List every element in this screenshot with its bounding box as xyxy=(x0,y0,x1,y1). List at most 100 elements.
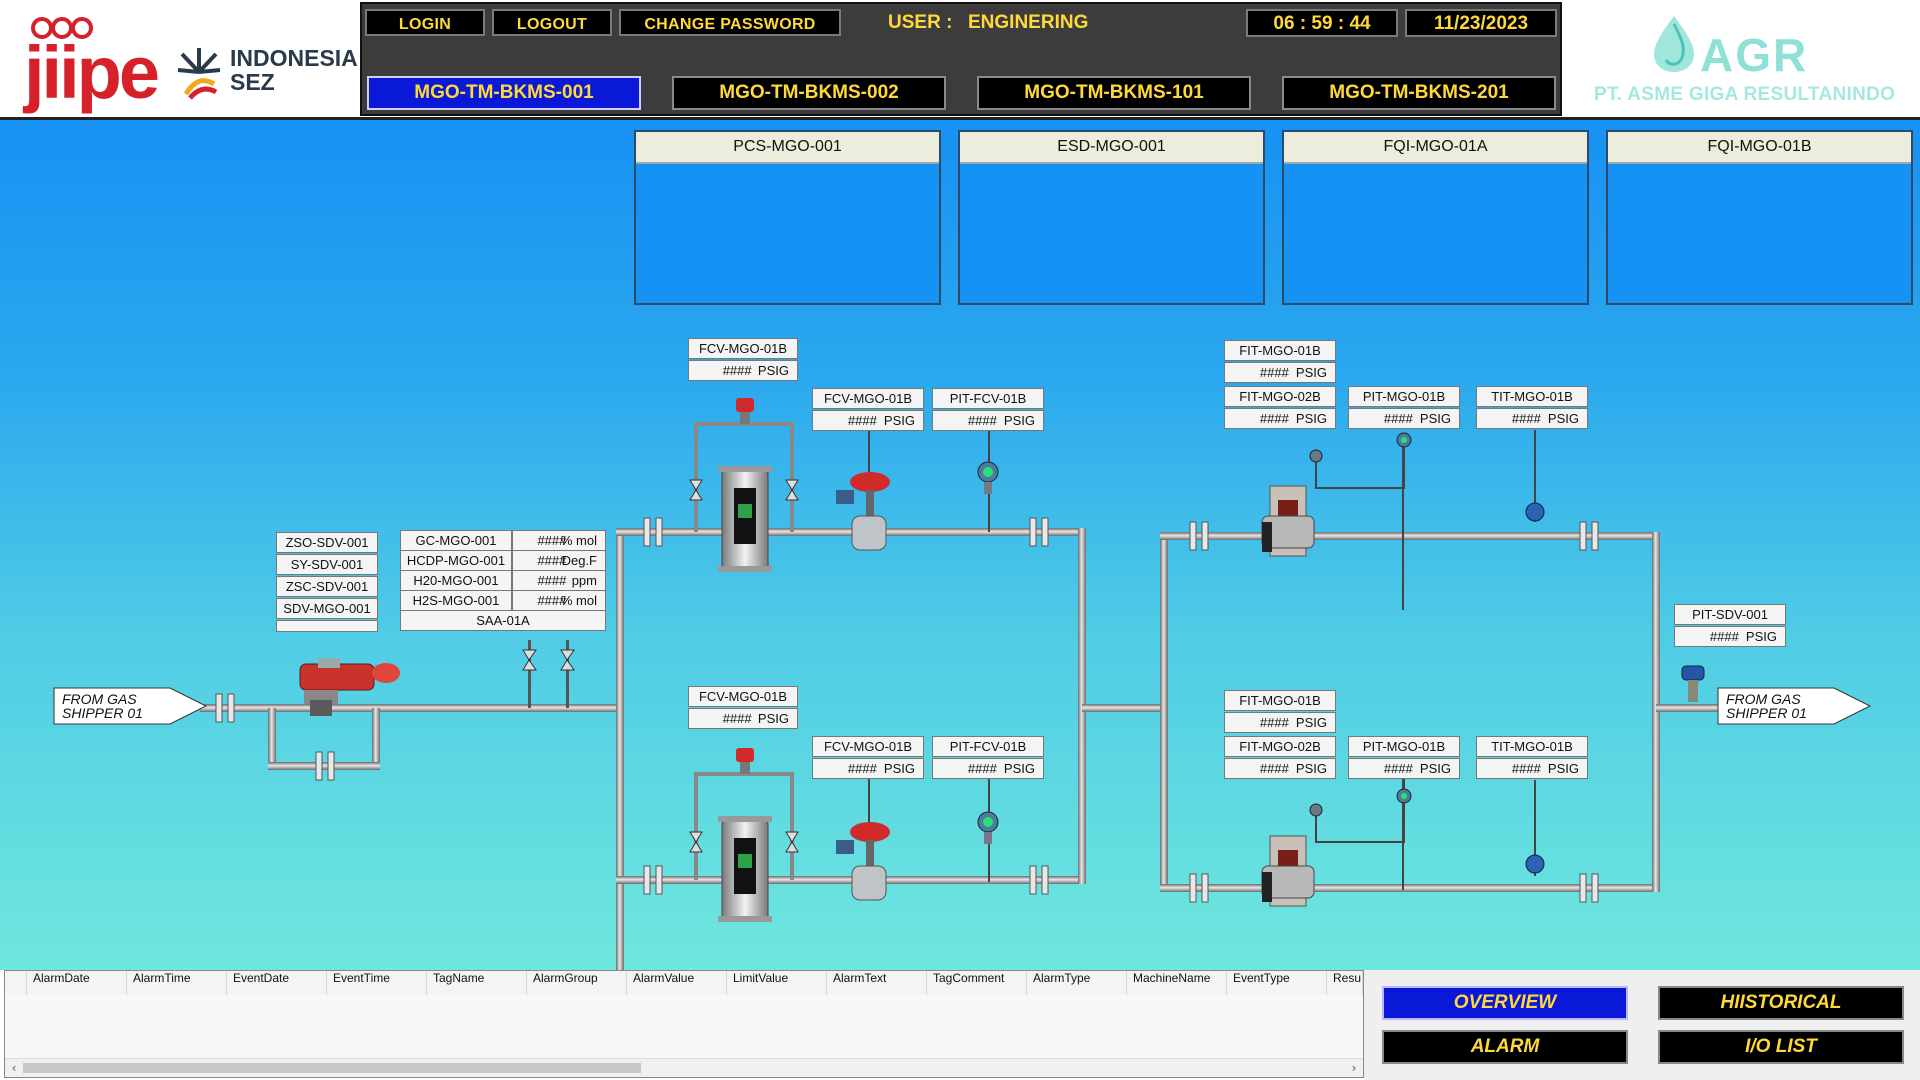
io-list-button[interactable]: I/O LIST xyxy=(1658,1030,1904,1064)
login-button[interactable]: LOGIN xyxy=(365,9,485,36)
relief-valve-icon xyxy=(736,398,754,774)
pid-diagram xyxy=(53,398,1872,970)
change-password-button[interactable]: CHANGE PASSWORD xyxy=(619,9,841,36)
agr-company-name: PT. ASME GIGA RESULTANINDO xyxy=(1594,84,1896,105)
outlet-pit-sdv-value: ####PSIG xyxy=(1674,626,1786,647)
flange-icon xyxy=(643,517,651,547)
panel-pcs[interactable]: PCS-MGO-001 xyxy=(634,130,941,305)
lower-fit2-tag[interactable]: FIT-MGO-02B xyxy=(1224,736,1336,757)
flange-icon xyxy=(1189,521,1197,551)
horizontal-scrollbar[interactable]: ‹ › xyxy=(5,1058,1363,1077)
column-header[interactable]: Resu xyxy=(1327,971,1363,995)
analyzer-h2o-value: ####ppm xyxy=(512,570,606,591)
inlet-label-line2: SHIPPER 01 xyxy=(62,705,143,721)
upper-fit1-tag[interactable]: FIT-MGO-01B xyxy=(1224,340,1336,361)
panel-esd[interactable]: ESD-MGO-001 xyxy=(958,130,1265,305)
panel-fqi-01a-title: FQI-MGO-01A xyxy=(1284,132,1587,164)
flange-icon xyxy=(1029,517,1037,547)
column-header[interactable]: AlarmGroup xyxy=(527,971,627,995)
lower-fcv-tag[interactable]: FCV-MGO-01B xyxy=(812,736,924,757)
flange-icon xyxy=(1579,873,1587,903)
historical-button[interactable]: HIISTORICAL xyxy=(1658,986,1904,1020)
analyzer-gc-tag[interactable]: GC-MGO-001 xyxy=(400,530,512,551)
top-control-bar: LOGIN LOGOUT CHANGE PASSWORD USER : ENGI… xyxy=(360,2,1562,116)
lower-filter-tag[interactable]: FCV-MGO-01B xyxy=(688,686,798,707)
filter-vessel-icon xyxy=(718,816,772,922)
lower-tit-mgo-value: ####PSIG xyxy=(1476,758,1588,779)
station-tab-201[interactable]: MGO-TM-BKMS-201 xyxy=(1282,76,1556,110)
agr-logo: AGR PT. ASME GIGA RESULTANINDO xyxy=(1572,8,1912,114)
lower-tit-mgo-tag[interactable]: TIT-MGO-01B xyxy=(1476,736,1588,757)
alarm-button[interactable]: ALARM xyxy=(1382,1030,1628,1064)
station-tab-101[interactable]: MGO-TM-BKMS-101 xyxy=(977,76,1251,110)
panel-esd-title: ESD-MGO-001 xyxy=(960,132,1263,164)
column-header[interactable]: EventType xyxy=(1227,971,1327,995)
filter-vessel-icon xyxy=(718,466,772,572)
analyzer-h2s-tag[interactable]: H2S-MGO-001 xyxy=(400,590,512,611)
analyzer-footer[interactable]: SAA-01A xyxy=(400,610,606,631)
column-header[interactable]: AlarmDate xyxy=(27,971,127,995)
column-header[interactable]: MachineName xyxy=(1127,971,1227,995)
sdv-status-bar xyxy=(276,620,378,632)
upper-pit-fcv-tag[interactable]: PIT-FCV-01B xyxy=(932,388,1044,409)
scroll-right-icon[interactable]: › xyxy=(1351,1061,1357,1075)
panel-fqi-01a[interactable]: FQI-MGO-01A xyxy=(1282,130,1589,305)
sez-line1: INDONESIA xyxy=(230,45,358,71)
jiipe-wordmark: jiipe xyxy=(24,31,160,114)
column-header[interactable]: AlarmText xyxy=(827,971,927,995)
control-valve-icon xyxy=(836,822,890,901)
analyzer-hcdp-tag[interactable]: HCDP-MGO-001 xyxy=(400,550,512,571)
column-header[interactable]: AlarmTime xyxy=(127,971,227,995)
agr-wordmark: AGR xyxy=(1700,29,1809,81)
navigation-panel: OVERVIEW HIISTORICAL ALARM I/O LIST xyxy=(1364,970,1920,1080)
logout-button[interactable]: LOGOUT xyxy=(492,9,612,36)
user-label: USER : xyxy=(888,12,953,33)
tag-zsc-sdv[interactable]: ZSC-SDV-001 xyxy=(276,576,378,597)
column-header[interactable]: TagComment xyxy=(927,971,1027,995)
tag-sdv-mgo[interactable]: SDV-MGO-001 xyxy=(276,598,378,619)
scroll-left-icon[interactable]: ‹ xyxy=(11,1061,17,1075)
inlet-label-line1: FROM GAS xyxy=(62,691,137,707)
overview-button[interactable]: OVERVIEW xyxy=(1382,986,1628,1020)
panel-pcs-title: PCS-MGO-001 xyxy=(636,132,939,164)
column-header[interactable]: EventTime xyxy=(327,971,427,995)
analyzer-hcdp-value: ####Deg.F xyxy=(512,550,606,571)
jiipe-logo: jiipe INDONESIA SEZ xyxy=(10,6,358,114)
column-header[interactable]: TagName xyxy=(427,971,527,995)
lower-pit-fcv-tag[interactable]: PIT-FCV-01B xyxy=(932,736,1044,757)
upper-pit-mgo-value: ####PSIG xyxy=(1348,408,1460,429)
scrollbar-thumb[interactable] xyxy=(23,1063,641,1073)
column-header[interactable]: AlarmType xyxy=(1027,971,1127,995)
tag-sy-sdv[interactable]: SY-SDV-001 xyxy=(276,554,378,575)
inlet-arrow xyxy=(53,687,208,725)
lower-pit-mgo-tag[interactable]: PIT-MGO-01B xyxy=(1348,736,1460,757)
flange-icon xyxy=(1189,873,1197,903)
tag-zso-sdv[interactable]: ZSO-SDV-001 xyxy=(276,532,378,553)
jiipe-rings-icon xyxy=(31,17,93,39)
alarm-table-body[interactable] xyxy=(5,995,1363,1059)
station-tab-002[interactable]: MGO-TM-BKMS-002 xyxy=(672,76,946,110)
upper-tit-mgo-tag[interactable]: TIT-MGO-01B xyxy=(1476,386,1588,407)
upper-fcv-value: ####PSIG xyxy=(812,410,924,431)
panel-fqi-01b[interactable]: FQI-MGO-01B xyxy=(1606,130,1913,305)
upper-fit2-tag[interactable]: FIT-MGO-02B xyxy=(1224,386,1336,407)
agr-drop-icon xyxy=(1654,16,1694,72)
clock-time: 06 : 59 : 44 xyxy=(1246,9,1398,37)
flange-icon xyxy=(215,693,223,723)
analyzer-h2o-tag[interactable]: H20-MGO-001 xyxy=(400,570,512,591)
upper-pit-mgo-tag[interactable]: PIT-MGO-01B xyxy=(1348,386,1460,407)
lower-pit-mgo-value: ####PSIG xyxy=(1348,758,1460,779)
outlet-label-line1: FROM GAS xyxy=(1726,691,1801,707)
station-tab-001[interactable]: MGO-TM-BKMS-001 xyxy=(367,76,641,110)
column-header[interactable]: EventDate xyxy=(227,971,327,995)
temperature-transmitter-icon xyxy=(1525,502,1545,874)
lower-fit1-tag[interactable]: FIT-MGO-01B xyxy=(1224,690,1336,711)
upper-fcv-tag[interactable]: FCV-MGO-01B xyxy=(812,388,924,409)
lower-fcv-value: ####PSIG xyxy=(812,758,924,779)
upper-filter-tag[interactable]: FCV-MGO-01B xyxy=(688,338,798,359)
upper-fit1-value: ####PSIG xyxy=(1224,362,1336,383)
outlet-pit-sdv-tag[interactable]: PIT-SDV-001 xyxy=(1674,604,1786,625)
column-header[interactable]: AlarmValue xyxy=(627,971,727,995)
alarm-table[interactable]: AlarmDate AlarmTime EventDate EventTime … xyxy=(4,970,1364,1078)
column-header[interactable]: LimitValue xyxy=(727,971,827,995)
